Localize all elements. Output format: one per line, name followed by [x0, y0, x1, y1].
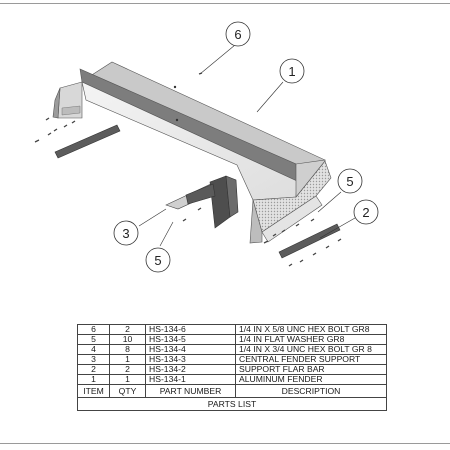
callout-balloon: 6 [225, 21, 251, 47]
header-row: ITEM QTY PART NUMBER DESCRIPTION [77, 384, 387, 398]
table-row: 6 2 HS-134-6 1/4 IN X 5/8 UNC HEX BOLT G… [77, 324, 387, 335]
part-number-cell: HS-134-6 [145, 324, 236, 335]
table-row: 2 2 HS-134-2 SUPPORT FLAR BAR [77, 364, 387, 375]
callout-balloon: 5 [337, 168, 363, 194]
left-support-flat-bar [54, 124, 121, 159]
description-cell: ALUMINUM FENDER [235, 374, 387, 385]
right-support-flat-bar [278, 223, 341, 259]
description-cell: SUPPORT FLAR BAR [235, 364, 387, 375]
callout-number: 6 [234, 27, 241, 42]
callout-balloon: 2 [353, 199, 379, 225]
qty-header: QTY [109, 384, 146, 398]
description-cell: 1/4 IN FLAT WASHER GR8 [235, 334, 387, 345]
qty-cell: 1 [109, 374, 146, 385]
hardware-fasteners [34, 72, 342, 267]
callout-number: 2 [362, 205, 369, 220]
item-cell: 2 [77, 364, 110, 375]
item-header: ITEM [77, 384, 110, 398]
item-cell: 4 [77, 344, 110, 355]
item-cell: 5 [77, 334, 110, 345]
aluminum-fender [52, 61, 332, 244]
table-row: 3 1 HS-134-3 CENTRAL FENDER SUPPORT [77, 354, 387, 365]
part-number-cell: HS-134-5 [145, 334, 236, 345]
callout-number: 1 [288, 64, 295, 79]
item-cell: 6 [77, 324, 110, 335]
leader-lines [138, 44, 356, 247]
qty-cell: 2 [109, 364, 146, 375]
item-cell: 1 [77, 374, 110, 385]
callout-balloon: 1 [279, 58, 305, 84]
top-border [0, 3, 450, 4]
callout-balloon: 5 [145, 247, 171, 273]
part-number-cell: HS-134-3 [145, 354, 236, 365]
table-row: 1 1 HS-134-1 ALUMINUM FENDER [77, 374, 387, 385]
description-cell: 1/4 IN X 3/4 UNC HEX BOLT GR 8 [235, 344, 387, 355]
table-row: 5 10 HS-134-5 1/4 IN FLAT WASHER GR8 [77, 334, 387, 345]
part-number-cell: HS-134-4 [145, 344, 236, 355]
parts-list-caption: PARTS LIST [77, 397, 387, 411]
central-fender-support [165, 175, 239, 229]
callout-number: 5 [154, 253, 161, 268]
part-number-cell: HS-134-2 [145, 364, 236, 375]
qty-cell: 10 [109, 334, 146, 345]
parts-list-table: 6 2 HS-134-6 1/4 IN X 5/8 UNC HEX BOLT G… [77, 324, 387, 411]
description-cell: CENTRAL FENDER SUPPORT [235, 354, 387, 365]
table-row: 4 8 HS-134-4 1/4 IN X 3/4 UNC HEX BOLT G… [77, 344, 387, 355]
callout-number: 3 [122, 226, 129, 241]
bottom-border [0, 443, 450, 444]
callout-number: 5 [346, 174, 353, 189]
description-header: DESCRIPTION [235, 384, 387, 398]
qty-cell: 8 [109, 344, 146, 355]
item-cell: 3 [77, 354, 110, 365]
part-number-header: PART NUMBER [145, 384, 236, 398]
description-cell: 1/4 IN X 5/8 UNC HEX BOLT GR8 [235, 324, 387, 335]
exploded-view-drawing: 6 1 5 2 3 5 [34, 21, 379, 273]
caption-row: PARTS LIST [77, 397, 387, 411]
qty-cell: 1 [109, 354, 146, 365]
callout-balloon: 3 [113, 220, 139, 246]
qty-cell: 2 [109, 324, 146, 335]
part-number-cell: HS-134-1 [145, 374, 236, 385]
